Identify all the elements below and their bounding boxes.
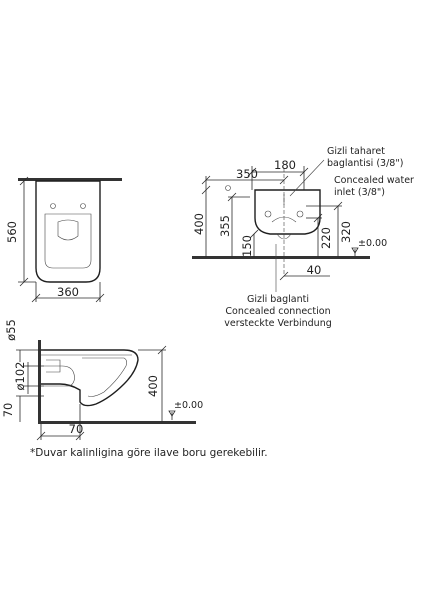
top-view-mount-hole-left bbox=[50, 203, 56, 209]
top-view-dim-height-tick-b bbox=[19, 277, 29, 287]
side-view-trap bbox=[44, 365, 75, 387]
rear-view-dim-180-label: 180 bbox=[274, 158, 296, 172]
top-view-seat-ring bbox=[44, 213, 92, 269]
callout-connection-de: versteckte Verbindung bbox=[224, 318, 332, 329]
side-view-wall bbox=[38, 340, 41, 424]
side-view-dim-400-tick bbox=[157, 345, 167, 355]
rear-view-dim-tick-b bbox=[299, 167, 309, 177]
rear-view-bolt-left bbox=[264, 210, 272, 218]
callout-bidet-tr-line2: baglantisi (3/8") bbox=[327, 158, 403, 169]
callout-bidet-en-line1: Concealed water bbox=[334, 175, 414, 186]
rear-view-floor-label: ±0.00 bbox=[358, 238, 387, 249]
side-view-dim-102-label: ø102 bbox=[13, 362, 27, 391]
top-view-bowl-outline bbox=[35, 180, 101, 283]
top-view-dim-width-tick-b bbox=[95, 293, 105, 303]
side-view-inlet-pipe bbox=[46, 359, 61, 373]
top-view-dim-width-label: 360 bbox=[57, 285, 79, 299]
top-view-dim-width-tick-a bbox=[31, 293, 41, 303]
side-view-dim-70v-label: 70 bbox=[1, 403, 15, 418]
rear-view-bowl-outline bbox=[254, 189, 321, 235]
rear-view-floor-arrow bbox=[351, 247, 359, 254]
rear-view-dim-355-tick bbox=[227, 192, 237, 202]
rear-view-dim-355-label: 355 bbox=[218, 215, 232, 237]
rear-view-dim-320-label: 320 bbox=[339, 221, 353, 243]
callout-connection-en: Concealed connection bbox=[225, 306, 330, 317]
top-view-dim-height-tick-a bbox=[19, 176, 29, 186]
callout-bidet-tr-line1: Gizli taharet bbox=[327, 146, 385, 157]
rear-view-dim-220-tick bbox=[313, 213, 323, 223]
rear-view-bolt-right bbox=[296, 210, 304, 218]
rear-view-dim-350-label: 350 bbox=[236, 167, 258, 181]
rear-view-dim-150-tick bbox=[249, 229, 259, 239]
side-view-dim-70h-label: 70 bbox=[69, 422, 84, 436]
rear-view-inlet-marker bbox=[225, 185, 231, 191]
side-view-floor-arrow bbox=[168, 410, 176, 417]
rear-view-drain bbox=[276, 233, 292, 240]
side-view-dim-55-label: ø55 bbox=[4, 319, 18, 341]
side-view-floor bbox=[38, 421, 196, 424]
side-view-dim-70h-tick-b bbox=[75, 431, 85, 441]
rear-view-dim-40-label: 40 bbox=[307, 263, 322, 277]
callout-connection-tr: Gizli baglanti bbox=[247, 294, 309, 305]
footnote: *Duvar kalinligina göre ilave boru gerek… bbox=[30, 447, 268, 459]
rear-view-dim-tick-d bbox=[279, 175, 289, 185]
rear-view-dim-150-label: 150 bbox=[240, 235, 254, 257]
rear-view-dim-320-tick bbox=[333, 201, 343, 211]
side-view-dim-400-label: 400 bbox=[146, 375, 160, 397]
rear-view-dim-220-label: 220 bbox=[319, 227, 333, 249]
top-view: 560 360 bbox=[5, 176, 122, 303]
top-view-wall bbox=[18, 178, 122, 181]
rear-view-dim-400-tick bbox=[201, 185, 211, 195]
top-view-inner-opening bbox=[57, 219, 79, 241]
top-view-dim-height-label: 560 bbox=[5, 221, 19, 243]
rear-view: 350 180 400 355 150 220 320 40 ±0.00 bbox=[192, 158, 387, 292]
rear-view-leader-inlet bbox=[289, 159, 325, 197]
side-view-dim-70h-tick-a bbox=[36, 431, 46, 441]
side-view: ø55 ø102 70 70 400 ±0.00 bbox=[1, 319, 203, 441]
rear-view-dim-40-tick bbox=[279, 271, 289, 281]
side-view-floor-label: ±0.00 bbox=[174, 400, 203, 411]
callout-bidet-en-line2: inlet (3/8") bbox=[334, 187, 385, 198]
rear-view-floor bbox=[192, 256, 370, 259]
side-view-bowl-outline bbox=[41, 349, 139, 407]
rear-view-dim-tick-a bbox=[247, 167, 257, 177]
side-view-bowl-inner bbox=[82, 357, 127, 397]
top-view-mount-hole-right bbox=[80, 203, 86, 209]
rear-view-dim-400-label: 400 bbox=[192, 213, 206, 235]
rear-view-dim-tick-c bbox=[201, 175, 211, 185]
